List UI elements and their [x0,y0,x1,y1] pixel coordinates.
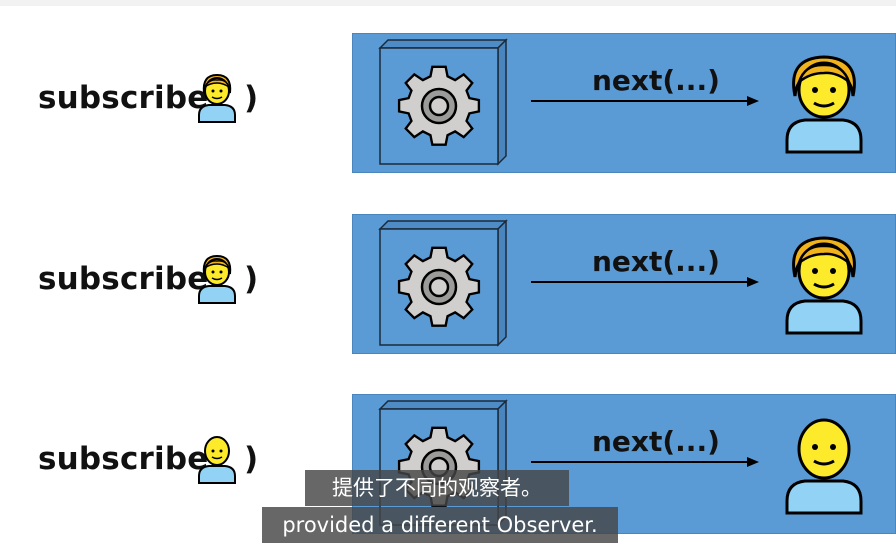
observable-panel: next(...) [352,33,896,173]
person-icon [198,436,236,484]
observer-row-1: subscribe( ) next(...) [0,33,896,173]
next-label: next(...) [592,245,720,278]
arrow-icon [531,96,759,106]
observer-icon [785,418,863,515]
observer-row-3: subscribe( ) next(...) [0,394,896,534]
observable-panel: next(...) [352,214,896,354]
cube-icon [378,38,508,166]
top-divider [0,0,896,6]
subscribe-label: subscribe( [38,80,223,116]
person-icon [198,254,236,304]
observer-icon [785,55,863,154]
subtitle-english: provided a different Observer. [262,507,618,543]
gear-icon [397,246,481,327]
gear-icon [397,65,481,146]
arrow-icon [531,277,759,287]
next-label: next(...) [592,64,720,97]
next-label: next(...) [592,425,720,458]
subscribe-label: subscribe( [38,441,223,477]
close-paren: ) [244,441,259,477]
cube-icon [378,219,508,347]
subscribe-label: subscribe( [38,261,223,297]
person-icon [198,73,236,123]
observer-icon [785,236,863,335]
subtitle-chinese: 提供了不同的观察者。 [305,470,569,506]
close-paren: ) [244,261,259,297]
observable-panel: next(...) [352,394,896,534]
arrow-icon [531,457,759,467]
observer-row-2: subscribe( ) next(...) [0,214,896,354]
close-paren: ) [244,80,259,116]
